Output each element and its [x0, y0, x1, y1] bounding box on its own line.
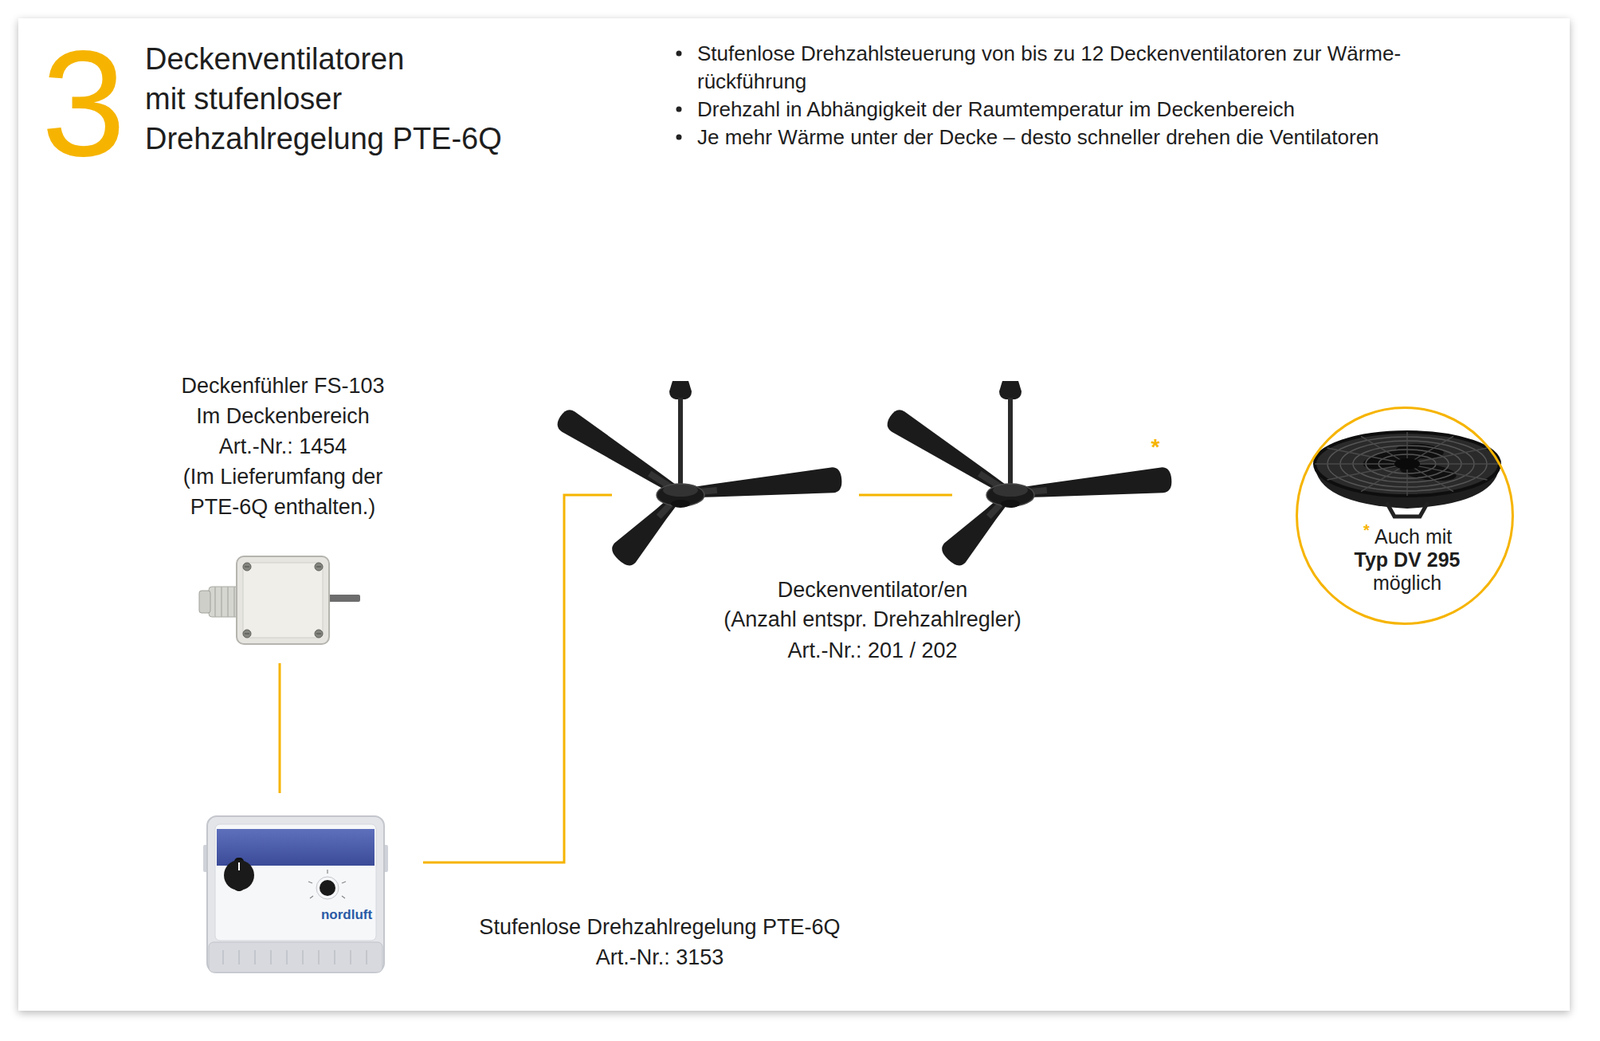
sensor-illustration	[208, 586, 240, 617]
bullet-dots	[676, 50, 683, 141]
article-number: Art.-Nr.: 1454	[219, 431, 348, 462]
controller-illustration	[223, 949, 367, 965]
brand-logo: nordluft	[321, 906, 373, 923]
fan-node: Deckenventilator/en(Anzahl entspr. Drehz…	[611, 374, 859, 558]
dv295-fan-illustration	[1395, 442, 1444, 460]
footnote-mark: *	[1363, 520, 1370, 540]
component-title: Deckenfühler FS-103	[180, 370, 385, 401]
sensor-illustration	[243, 562, 323, 638]
dv295-fan-illustration	[1314, 431, 1500, 496]
fan-node: *	[952, 374, 1172, 558]
controller-illustration	[316, 876, 339, 899]
article-number: Art.-Nr.: 201 / 202	[787, 635, 957, 666]
delivery-note: (Im Lieferumfang der PTE-6Q enthalten.)	[183, 461, 384, 522]
ceiling-fan-illustration	[553, 380, 844, 570]
controller-node: Stufenlose Drehzahlregelung PTE-6QArt.-N…	[191, 792, 424, 977]
section-number: 3	[41, 27, 126, 179]
controller-illustration	[308, 869, 346, 899]
sensor-illustration	[199, 556, 361, 644]
connector-line	[858, 494, 953, 497]
controller-illustration	[207, 815, 385, 973]
controller-illustration	[223, 859, 255, 891]
controller-illustration	[208, 941, 383, 973]
controller-illustration	[203, 815, 389, 973]
controller-illustration	[238, 862, 240, 871]
bullet-text: Drehzahl in Abhängigkeit der Raumtempera…	[697, 95, 1295, 124]
option-text: möglich	[1372, 571, 1442, 595]
sensor-node: Deckenfühler FS-103Im DeckenbereichArt.-…	[199, 553, 361, 663]
component-title: Deckenventilator/en	[777, 574, 969, 605]
sensor-illustration	[236, 556, 330, 644]
dv295-fan-illustration	[1386, 501, 1428, 517]
bullet-dots	[676, 50, 683, 57]
sensor-illustration	[328, 594, 361, 602]
component-title: Stufenlose Drehzahlregelung PTE-6Q	[478, 911, 840, 942]
option-text: Auch mit	[1374, 525, 1452, 549]
sensor-illustration	[215, 586, 235, 617]
connector-line	[278, 662, 282, 793]
bullet-dots	[676, 106, 683, 113]
ceiling-fan-illustration	[883, 380, 1173, 570]
sensor-illustration	[199, 590, 211, 613]
bullet-dots	[676, 134, 683, 141]
connector-line	[423, 494, 612, 863]
dv295-fan-illustration	[1394, 458, 1420, 470]
component-location: Im Deckenbereich	[196, 400, 370, 432]
option-circle: *Auch mitTyp DV 295möglich	[1295, 406, 1514, 625]
controller-illustration	[215, 823, 377, 941]
controller-illustration	[319, 879, 336, 896]
sensor-illustration	[244, 566, 322, 634]
article-number: Art.-Nr.: 3153	[596, 941, 725, 973]
bullet-text: Je mehr Wärme unter der Decke – desto sc…	[697, 123, 1380, 152]
footnote-mark: *	[1151, 433, 1161, 461]
bullet-text: Stufenlose Drehzahlsteuerung von bis zu …	[697, 39, 1401, 96]
diagram-title: Deckenventilatoren mit stufenloser Drehz…	[145, 39, 502, 159]
component-note: (Anzahl entspr. Drehzahlregler)	[723, 603, 1022, 635]
option-type: Typ DV 295	[1354, 548, 1461, 572]
dv295-fan-illustration	[1314, 431, 1500, 496]
dv295-fan-illustration	[1314, 431, 1500, 517]
